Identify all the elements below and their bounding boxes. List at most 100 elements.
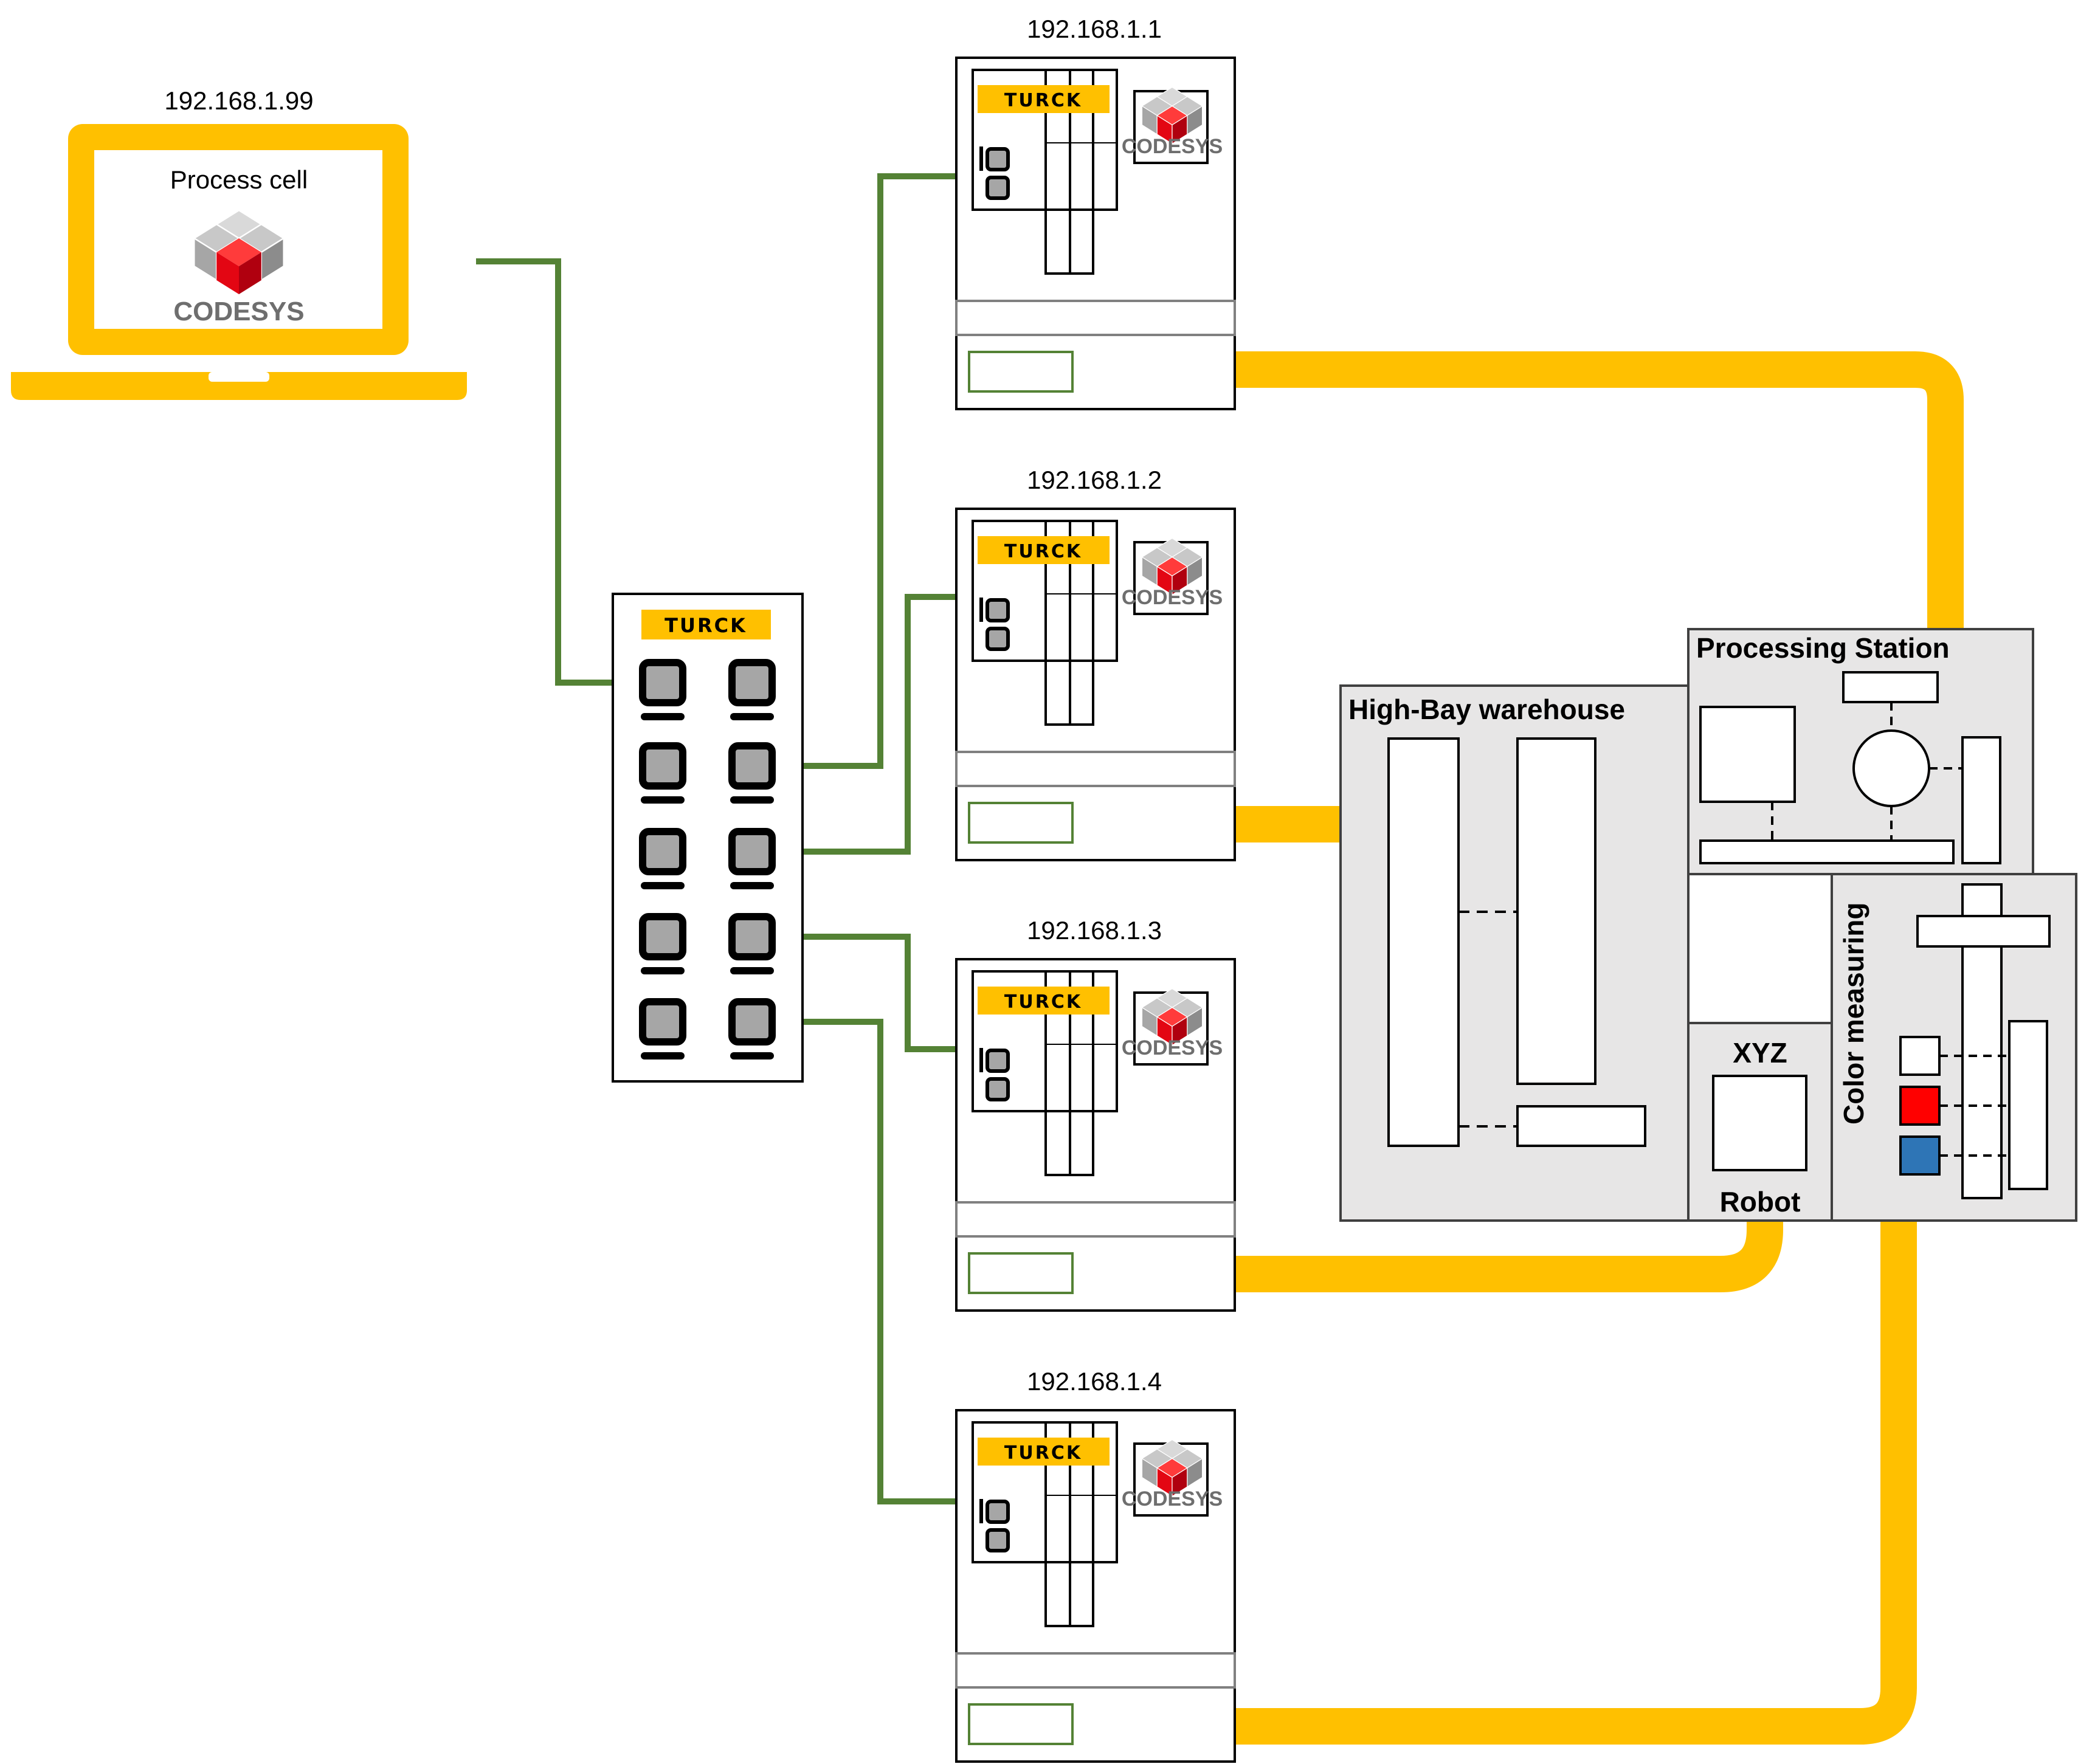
controller-terminal-block <box>968 1703 1074 1745</box>
switch-port-led <box>730 713 774 720</box>
link-switch-plc3 <box>772 934 961 1052</box>
turck-brand: TURCK <box>1004 541 1082 562</box>
switch-port <box>639 742 686 804</box>
switch-port-led <box>641 882 685 889</box>
link-switch-plc4 <box>772 1019 961 1504</box>
codesys-logo-text: CODESYS <box>1122 586 1223 609</box>
turck-brand: TURCK <box>1004 90 1082 111</box>
switch-port-led <box>730 967 774 974</box>
turck-brand-plate <box>978 85 1110 113</box>
codesys-logo-text: CODESYS <box>1122 135 1223 158</box>
controller-terminal-block <box>968 802 1074 844</box>
processing-saw <box>1961 736 2001 864</box>
high-bay-rack-left <box>1387 737 1460 1147</box>
turck-brand-plate <box>978 1438 1110 1466</box>
codesys-cube-icon <box>1141 1439 1203 1497</box>
laptop-ip-label: 192.168.1.99 <box>164 86 313 115</box>
switch-port <box>728 998 776 1059</box>
turck-brand-plate <box>978 536 1110 564</box>
switch-port <box>639 659 686 720</box>
processing-oven <box>1699 706 1796 803</box>
switch-port-led <box>641 796 685 804</box>
turck-brand: TURCK <box>1004 991 1082 1013</box>
switch-port <box>728 913 776 974</box>
codesys-logo-laptop <box>193 209 285 294</box>
codesys-logo-text: CODESYS <box>1122 1487 1223 1511</box>
switch-port <box>639 828 686 889</box>
controller-ip-label: 192.168.1.2 <box>1027 466 1162 494</box>
high-bay-title: High-Bay warehouse <box>1348 694 1625 725</box>
factory-model: High-Bay warehouse Processing Station XY… <box>1339 628 2077 1222</box>
switch-brand: TURCK <box>664 614 747 637</box>
cable-plc4-color <box>1235 1219 1917 1745</box>
link-switch-plc2 <box>772 594 961 855</box>
laptop-title: Process cell <box>170 165 308 194</box>
robot-title-bottom: Robot <box>1720 1186 1801 1218</box>
io-port-pair <box>979 146 1010 200</box>
laptop-logo-text: CODESYS <box>173 297 304 326</box>
switch-port-led <box>730 882 774 889</box>
codesys-cube-icon <box>1141 988 1203 1046</box>
laptop-notch <box>209 372 269 382</box>
controller-ip-label: 192.168.1.3 <box>1027 916 1162 945</box>
color-sample-white <box>1899 1036 1941 1076</box>
controller-terminal-block <box>968 1252 1074 1294</box>
controller-ip-label: 192.168.1.1 <box>1027 15 1162 43</box>
codesys-cube-icon <box>1141 537 1203 596</box>
io-port-pair <box>979 598 1010 651</box>
controller-group: 192.168.1.1TURCKCODESYS192.168.1.2TURCKC… <box>955 15 1236 1763</box>
switch-port <box>639 913 686 974</box>
controller-rail <box>955 300 1236 336</box>
cable-plc1-processing <box>1235 351 1964 629</box>
codesys-logo-text: CODESYS <box>1122 1036 1223 1059</box>
robot-title-top: XYZ <box>1733 1037 1787 1069</box>
link-laptop-switch <box>476 258 626 686</box>
color-measuring-title: Color measuring <box>1838 902 1869 1125</box>
color-sensor-bar <box>2008 1020 2048 1190</box>
controller-rail <box>955 1652 1236 1689</box>
processing-turntable <box>1852 729 1930 807</box>
io-port-pair <box>979 1048 1010 1101</box>
switch-port <box>728 659 776 720</box>
laptop-base <box>11 372 467 400</box>
switch-port <box>728 742 776 804</box>
ethernet-lines <box>476 173 961 1504</box>
robot-gripper <box>1712 1075 1807 1171</box>
color-sample-blue <box>1899 1135 1941 1176</box>
switch-port-led <box>641 713 685 720</box>
robot-upper-area <box>1687 873 1833 1024</box>
link-switch-plc1 <box>772 173 961 769</box>
switch-port-led <box>641 1052 685 1059</box>
controller-ip-label: 192.168.1.4 <box>1027 1367 1162 1396</box>
color-top-slider <box>1916 915 2051 948</box>
turck-brand-plate <box>978 987 1110 1015</box>
controller-terminal-block <box>968 351 1074 393</box>
switch-port-led <box>641 967 685 974</box>
switch-port <box>639 998 686 1059</box>
switch-brand-plate <box>641 610 771 639</box>
yellow-cables <box>1235 351 1964 1745</box>
high-bay-rack-right <box>1516 737 1596 1085</box>
codesys-cube-icon <box>1141 86 1203 145</box>
color-sample-red <box>1899 1086 1941 1126</box>
high-bay-conveyor <box>1516 1105 1646 1147</box>
switch-port <box>728 828 776 889</box>
cable-plc3-robot <box>1235 1211 1783 1292</box>
processing-station-title: Processing Station <box>1696 632 1950 664</box>
controller-rail <box>955 1201 1236 1238</box>
processing-conveyor <box>1699 839 1955 864</box>
io-port-pair <box>979 1499 1010 1552</box>
processing-top-slider <box>1842 671 1939 703</box>
controller-rail <box>955 751 1236 787</box>
laptop-icon: CODESYS Process cell <box>11 124 467 400</box>
switch-port-led <box>730 1052 774 1059</box>
switch-port-led <box>730 796 774 804</box>
turck-brand: TURCK <box>1004 1442 1082 1464</box>
ethernet-switch-icon: TURCK <box>612 593 804 1083</box>
switch-port-grid <box>639 659 776 1059</box>
